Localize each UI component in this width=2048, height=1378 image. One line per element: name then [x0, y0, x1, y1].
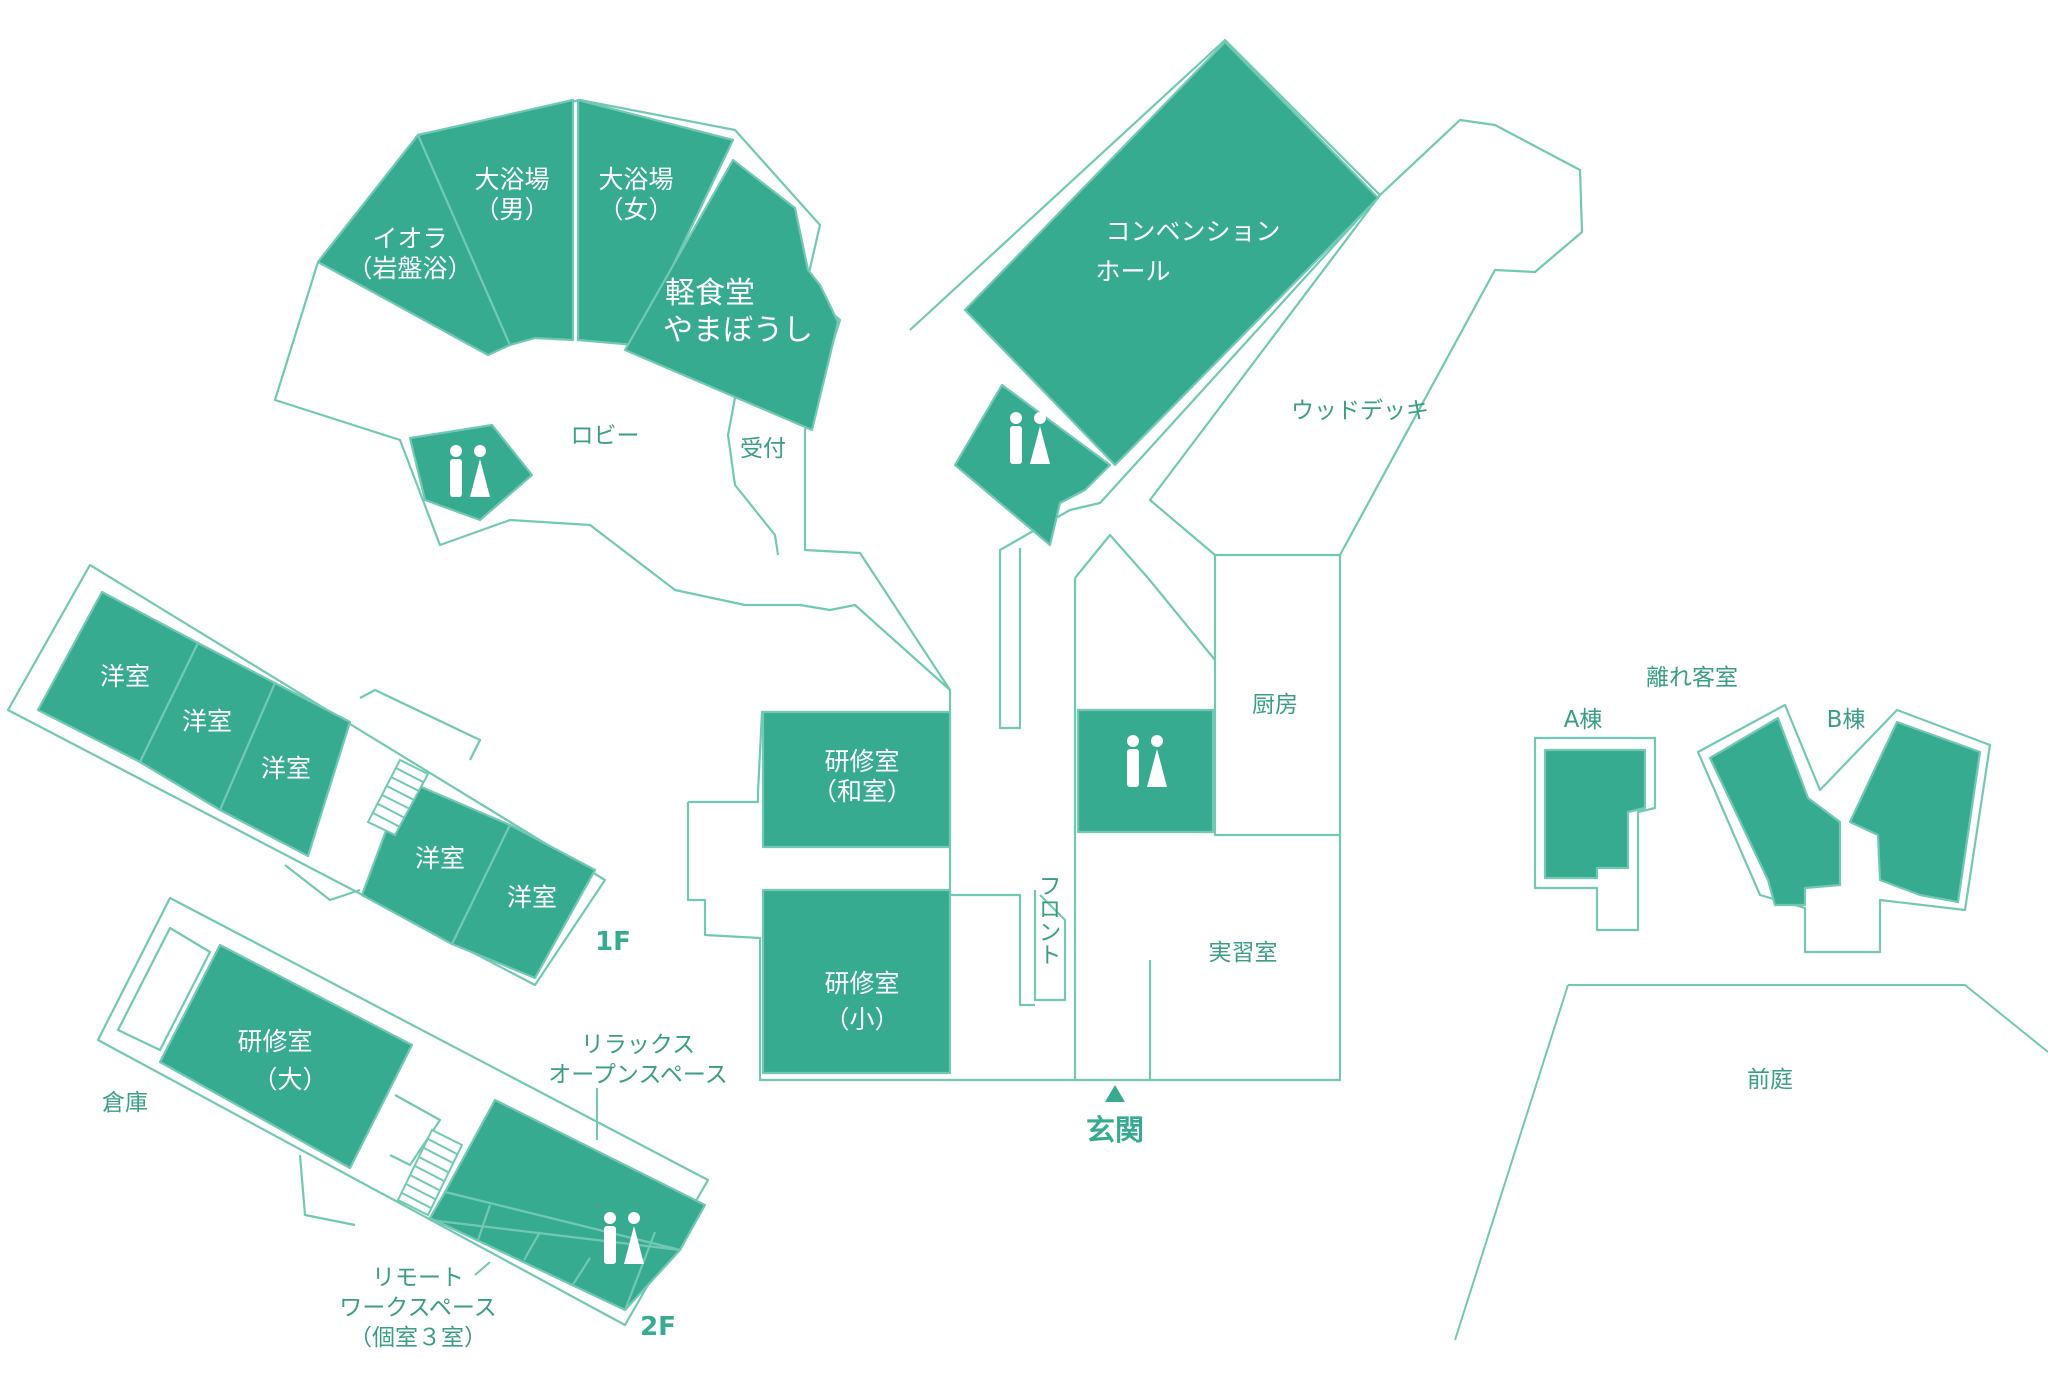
room-western-5[interactable]	[450, 823, 597, 980]
label-building-a: A棟	[1564, 707, 1603, 733]
room-building-b-right[interactable]	[1848, 720, 1982, 904]
label-floor-1f: 1F	[595, 927, 631, 957]
triangle-up-icon	[1105, 1085, 1125, 1102]
room-building-a[interactable]	[1543, 748, 1647, 880]
label-entrance: 玄関	[1086, 1113, 1144, 1147]
label-lobby: ロビー	[571, 423, 640, 449]
front-garden-outline	[1454, 984, 2048, 1341]
front-desk-outline	[1033, 890, 1067, 1002]
label-training-small: 研修室	[824, 969, 899, 998]
label-training-small-sub: （小）	[824, 1005, 899, 1034]
restroom-convention[interactable]	[953, 383, 1112, 547]
label-training-large: 研修室	[237, 1027, 312, 1056]
label-practice-room: 実習室	[1209, 940, 1278, 966]
room-training-japanese[interactable]	[761, 710, 952, 849]
label-bath-male: 大浴場	[474, 165, 549, 194]
label-relax-space: リラックス	[581, 1032, 695, 1058]
room-training-large[interactable]	[158, 943, 414, 1170]
label-training-japanese: 研修室	[824, 747, 899, 776]
storage-outline	[116, 926, 212, 1052]
restroom-icon	[450, 445, 490, 497]
label-building-b: B棟	[1827, 707, 1866, 733]
wing-2f-outline	[96, 896, 710, 1327]
corridor-outline	[998, 509, 1342, 1082]
label-relax-space-sub: オープンスペース	[548, 1062, 727, 1088]
label-storage: 倉庫	[102, 1090, 148, 1116]
room-convention-hall[interactable]	[963, 40, 1380, 467]
wing-1f-outline	[6, 563, 607, 987]
label-convention: コンベンション	[1105, 217, 1280, 246]
label-detached-rooms: 離れ客室	[1646, 665, 1738, 691]
building-a-outline	[1533, 736, 1657, 932]
room-building-b-left[interactable]	[1708, 716, 1842, 907]
label-western-room-1: 洋室	[100, 662, 150, 691]
label-front-desk: フロント	[1034, 874, 1060, 966]
label-convention-sub: ホール	[1095, 257, 1170, 286]
label-remote-space: リモート	[372, 1265, 464, 1291]
label-wood-deck: ウッドデッキ	[1291, 398, 1429, 424]
stairs-icon	[396, 1128, 464, 1217]
room-bath-male[interactable]	[416, 98, 575, 347]
label-iora-sub: （岩盤浴）	[347, 254, 472, 283]
label-bath-male-sub: （男）	[474, 195, 549, 224]
restroom-icon	[604, 1212, 644, 1264]
training-block-outline	[686, 660, 1340, 1082]
wood-deck-outline	[1148, 118, 1584, 557]
room-western-3[interactable]	[218, 681, 352, 858]
label-western-room-3: 洋室	[261, 754, 311, 783]
restroom-center[interactable]	[1076, 708, 1215, 834]
restroom-icon	[1127, 735, 1167, 787]
stairs-icon	[366, 758, 430, 837]
label-iora: イオラ	[372, 224, 447, 253]
label-bath-female-sub: （女）	[598, 195, 673, 224]
label-reception: 受付	[740, 436, 786, 462]
label-western-room-2: 洋室	[182, 707, 232, 736]
restroom-icon	[1010, 412, 1050, 464]
remote-workspace-dividers	[429, 1204, 681, 1311]
label-western-room-4: 洋室	[415, 844, 465, 873]
label-floor-2f: 2F	[640, 1312, 676, 1342]
label-training-large-sub: （大）	[252, 1065, 327, 1094]
label-kitchen: 厨房	[1252, 692, 1298, 718]
label-remote-space-sub2: （個室３室）	[349, 1325, 487, 1351]
label-remote-space-sub: ワークスペース	[339, 1295, 497, 1321]
wing-1f-stair-extension	[284, 688, 482, 902]
label-snack: 軽食堂	[665, 276, 755, 311]
leader-line-remote	[474, 1261, 491, 1276]
label-snack-sub: やまぼうし	[663, 313, 813, 348]
room-training-small[interactable]	[761, 888, 952, 1075]
reception-outline	[726, 397, 780, 556]
label-western-room-5: 洋室	[507, 883, 557, 912]
room-snack-bar[interactable]	[623, 158, 840, 432]
label-training-japanese-sub: （和室）	[812, 777, 912, 806]
restroom-lobby[interactable]	[408, 423, 534, 522]
label-front-garden: 前庭	[1747, 1067, 1793, 1093]
label-bath-female: 大浴場	[598, 165, 673, 194]
